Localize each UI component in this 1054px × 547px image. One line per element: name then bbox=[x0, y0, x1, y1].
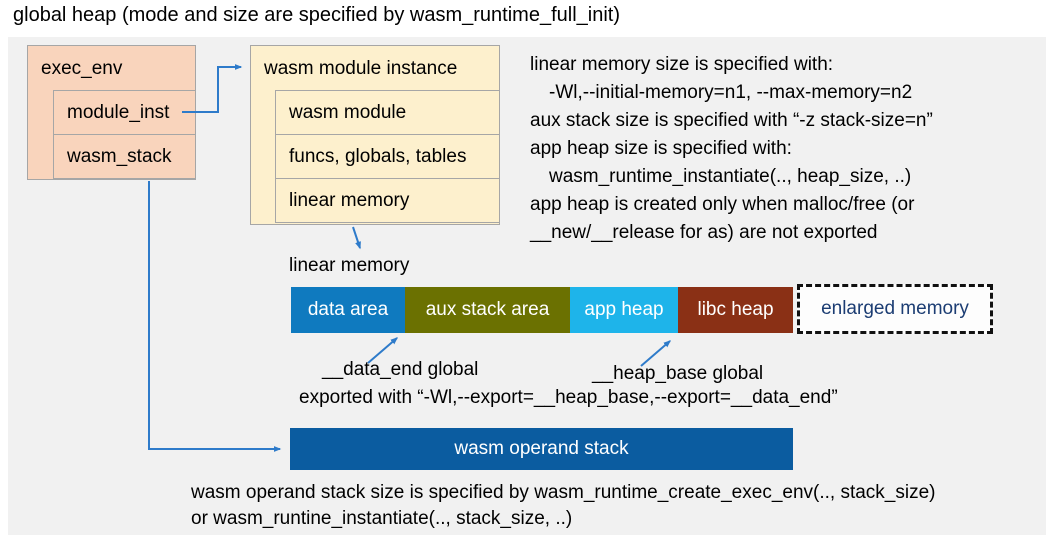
segment-enlarged-memory: enlarged memory bbox=[797, 284, 993, 334]
segment-aux-stack-area: aux stack area bbox=[405, 287, 570, 333]
exec-env-box: exec_env module_inst wasm_stack bbox=[27, 45, 196, 180]
note-line: wasm_runtime_instantiate(.., heap_size, … bbox=[549, 166, 912, 187]
note-line: __new/__release for as) are not exported bbox=[530, 222, 878, 243]
note-line: aux stack size is specified with “-z sta… bbox=[530, 110, 933, 131]
segment-app-heap: app heap bbox=[570, 287, 678, 333]
wasm-operand-stack-bar: wasm operand stack bbox=[290, 428, 793, 470]
note-line: linear memory size is specified with: bbox=[530, 54, 834, 75]
note-line: wasm operand stack size is specified by … bbox=[191, 482, 936, 503]
exec-env-row-wasm-stack: wasm_stack bbox=[53, 134, 196, 179]
data-end-global-label: __data_end global bbox=[322, 359, 479, 380]
module-instance-row-funcs-globals-tables: funcs, globals, tables bbox=[275, 134, 500, 179]
module-instance-row-wasm-module: wasm module bbox=[275, 90, 500, 135]
linear-memory-label: linear memory bbox=[289, 255, 410, 276]
page-title: global heap (mode and size are specified… bbox=[13, 4, 620, 26]
module-instance-row-linear-memory: linear memory bbox=[275, 178, 500, 223]
module-instance-header: wasm module instance bbox=[264, 58, 458, 79]
note-line: app heap size is specified with: bbox=[530, 138, 792, 159]
exported-flags-label: exported with “-Wl,--export=__heap_base,… bbox=[299, 387, 838, 408]
exec-env-header: exec_env bbox=[41, 58, 123, 79]
segment-libc-heap: libc heap bbox=[678, 287, 793, 333]
note-line: app heap is created only when malloc/fre… bbox=[530, 194, 915, 215]
segment-data-area: data area bbox=[291, 287, 405, 333]
heap-base-global-label: __heap_base global bbox=[592, 363, 764, 384]
module-instance-box: wasm module instance wasm module funcs, … bbox=[250, 45, 500, 225]
exec-env-row-module-inst: module_inst bbox=[53, 90, 196, 135]
memory-size-notes: linear memory size is specified with: -W… bbox=[530, 51, 933, 247]
note-line: -Wl,--initial-memory=n1, --max-memory=n2 bbox=[549, 82, 913, 103]
note-line: or wasm_runtine_instantiate(.., stack_si… bbox=[191, 508, 573, 529]
operand-stack-notes: wasm operand stack size is specified by … bbox=[191, 480, 936, 532]
